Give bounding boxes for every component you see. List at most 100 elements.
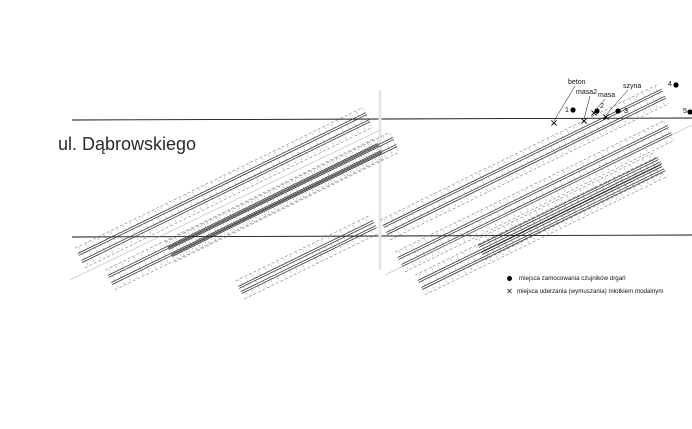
rail-line bbox=[478, 159, 659, 248]
sleeper bbox=[587, 158, 598, 177]
sleeper bbox=[396, 212, 406, 232]
sleeper bbox=[455, 223, 465, 242]
rail-line bbox=[387, 97, 667, 235]
sleeper bbox=[236, 170, 246, 189]
sleeper bbox=[85, 244, 95, 263]
sensor-dot-3 bbox=[615, 108, 621, 114]
sleeper bbox=[383, 219, 394, 238]
slab-edge bbox=[244, 232, 380, 300]
sleeper bbox=[289, 255, 299, 272]
leader-line-3 bbox=[593, 98, 606, 113]
sleeper bbox=[418, 274, 429, 293]
slab-edge bbox=[415, 156, 659, 276]
slab-edge bbox=[380, 83, 660, 221]
sleeper bbox=[468, 217, 478, 236]
rail-line bbox=[401, 132, 672, 265]
sleeper bbox=[428, 197, 438, 216]
sleeper bbox=[204, 185, 215, 204]
slab-edge bbox=[174, 151, 400, 263]
sleeper bbox=[635, 95, 646, 115]
rail-line bbox=[81, 119, 370, 261]
street-edge-bottom bbox=[71, 234, 692, 238]
slab-edge bbox=[404, 139, 675, 273]
sleeper bbox=[258, 270, 267, 288]
impact-cross-2 bbox=[581, 118, 587, 124]
sleeper bbox=[198, 188, 208, 207]
sleeper bbox=[453, 185, 463, 204]
sensor-dot-4 bbox=[673, 82, 679, 88]
sleeper bbox=[127, 259, 138, 279]
sleeper bbox=[97, 237, 108, 257]
leader-line-1 bbox=[553, 85, 576, 122]
sleeper bbox=[167, 204, 177, 223]
sleeper bbox=[160, 207, 171, 226]
sleeper bbox=[456, 255, 467, 274]
sleeper bbox=[575, 164, 585, 184]
sleeper bbox=[550, 177, 560, 196]
sleeper bbox=[478, 172, 488, 192]
measurement-marks bbox=[551, 82, 692, 126]
sleeper bbox=[330, 123, 341, 143]
rail-line bbox=[238, 220, 374, 287]
sleeper bbox=[179, 197, 190, 217]
impact-cross-1 bbox=[551, 120, 557, 126]
sleeper bbox=[321, 240, 330, 257]
sleeper bbox=[91, 240, 101, 260]
legend-sensor-label: miejsca zamocowania czujników drgań bbox=[519, 275, 626, 282]
point-number-4: 4 bbox=[668, 81, 672, 88]
sleeper bbox=[531, 186, 541, 205]
sleeper bbox=[402, 209, 413, 229]
sleeper bbox=[405, 248, 415, 267]
cross-stroke bbox=[581, 118, 587, 124]
leader-line-4 bbox=[605, 89, 629, 116]
rail-line bbox=[108, 145, 379, 278]
rail-line bbox=[172, 146, 398, 257]
rail-line bbox=[240, 225, 376, 292]
impact-cross-4 bbox=[603, 114, 609, 120]
sleeper bbox=[245, 276, 255, 294]
sleeper bbox=[110, 231, 120, 250]
impact-cross-icon: ✕ bbox=[506, 286, 513, 296]
rail-line bbox=[382, 88, 662, 226]
legend-sensor-entry: miejsca zamocowania czujników drgań bbox=[505, 272, 664, 285]
rail-line bbox=[171, 144, 397, 255]
sleeper bbox=[217, 179, 227, 198]
sleeper bbox=[503, 160, 513, 179]
sleeper bbox=[444, 261, 454, 281]
sleeper bbox=[474, 214, 484, 233]
sleeper bbox=[390, 216, 400, 235]
rail-line bbox=[239, 222, 375, 289]
sleeper bbox=[134, 256, 144, 276]
sleeper bbox=[308, 246, 318, 263]
rail-line bbox=[422, 170, 666, 290]
sleeper bbox=[315, 243, 324, 260]
rail-line bbox=[398, 127, 669, 260]
sleeper bbox=[252, 273, 261, 291]
sleeper bbox=[537, 183, 547, 202]
sleeper bbox=[535, 145, 545, 164]
sleeper bbox=[123, 225, 133, 244]
sleeper bbox=[654, 86, 665, 105]
sleeper bbox=[421, 200, 432, 219]
sleeper bbox=[434, 194, 444, 213]
sleeper bbox=[619, 143, 629, 162]
sensor-dot-1 bbox=[570, 107, 576, 113]
rail-line bbox=[383, 90, 663, 228]
track-8 bbox=[475, 151, 665, 261]
sleeper bbox=[337, 120, 347, 140]
cross-stroke bbox=[603, 114, 609, 120]
slab-edge bbox=[105, 137, 376, 271]
rail-line bbox=[417, 161, 661, 281]
sleeper bbox=[440, 191, 450, 210]
leader-line-2 bbox=[583, 95, 591, 120]
rail-line bbox=[421, 168, 665, 288]
slab-edge bbox=[84, 126, 373, 269]
sleeper bbox=[509, 157, 520, 176]
sleeper bbox=[192, 191, 202, 210]
sleeper bbox=[274, 151, 284, 170]
sleeper bbox=[140, 253, 150, 272]
sleeper bbox=[415, 203, 425, 222]
sleeper bbox=[148, 213, 158, 232]
sleeper bbox=[186, 194, 196, 213]
